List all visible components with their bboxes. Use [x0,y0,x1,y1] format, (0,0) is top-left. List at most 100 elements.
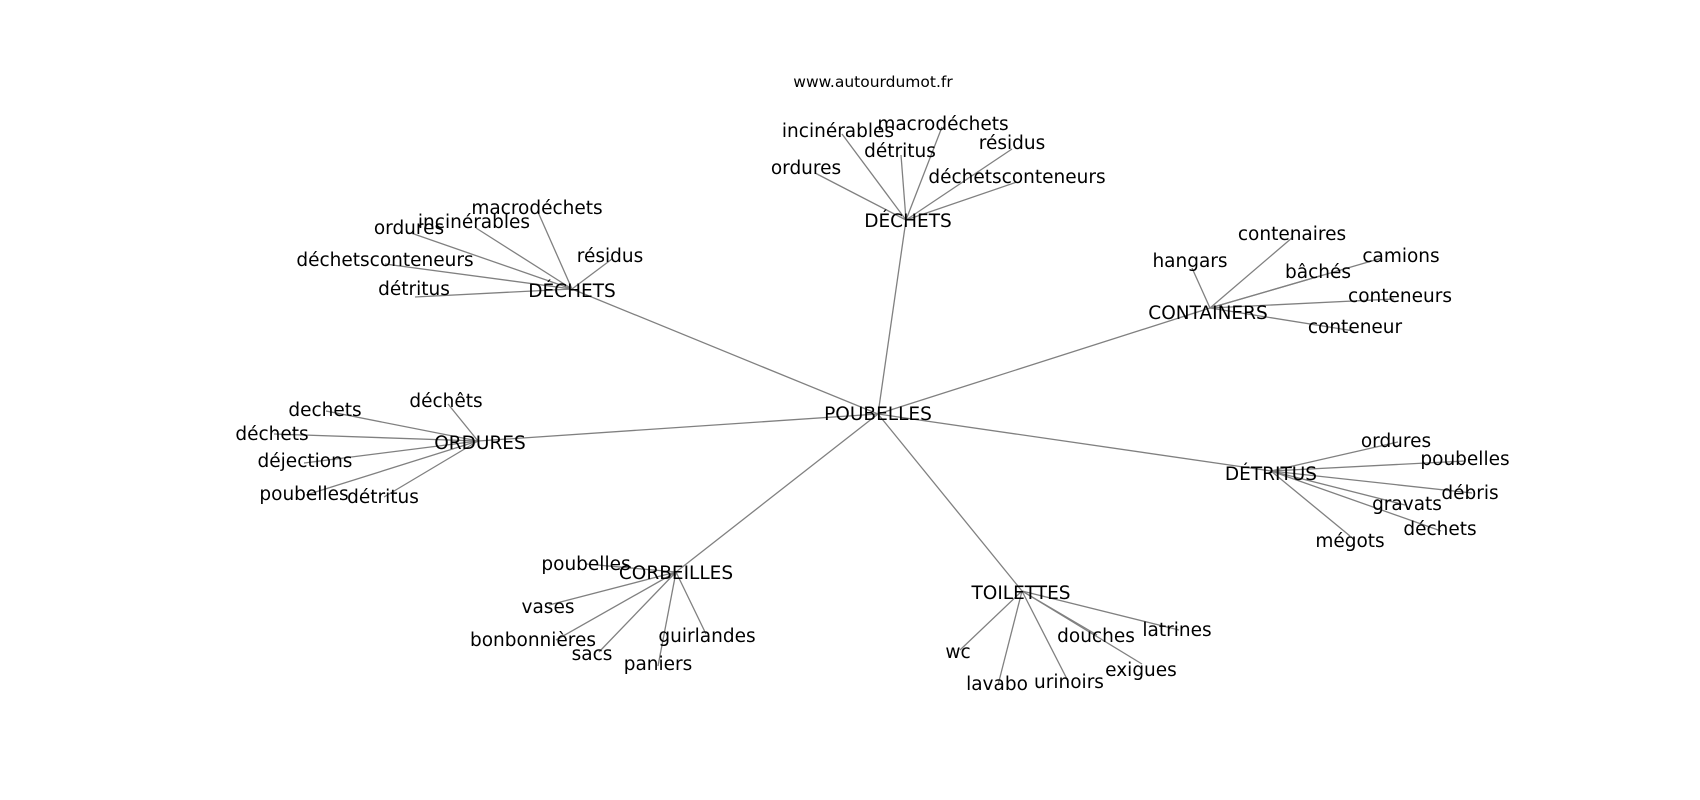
leaf-edge [1270,470,1442,532]
leaf-edge [447,403,479,442]
leaf-node-label: poubelles [1420,449,1509,470]
leaf-node-label: conteneur [1308,317,1403,338]
leaf-node-label: déjections [258,451,353,472]
leaf-node-label: mégots [1315,531,1384,552]
leaf-node-label: résidus [577,246,643,267]
leaf-edge [303,440,479,464]
leaf-node-label: résidus [979,133,1045,154]
leaf-node-label: vases [522,597,575,618]
leaf-edge [905,126,943,221]
leaf-edge [548,571,677,606]
hub-edge [571,288,879,415]
leaf-edge [1270,470,1351,537]
leaf-edge [598,571,677,653]
hub-node-label: DÉCHETS [864,210,952,232]
leaf-node-label: douches [1057,626,1135,647]
leaf-edge [305,440,479,496]
leaf-node-label: macrodéchets [471,198,602,219]
leaf-edge [325,410,479,442]
leaf-node-label: déchets [235,424,308,445]
leaf-node-label: exigues [1105,660,1177,681]
leaf-edge [537,211,573,290]
leaf-node-label: ordures [1361,431,1431,452]
leaf-node-label: gravats [1372,494,1442,515]
leaf-edge [383,440,479,498]
leaf-node-label: conteneurs [1348,286,1452,307]
leaf-node-label: poubelles [541,554,630,575]
leaf-node-label: incinérables [418,212,530,233]
leaf-edge [1270,470,1406,506]
leaf-edge [1209,236,1294,309]
leaf-edge [585,563,677,573]
labels-layer: www.autourdumot.fr POUBELLES DÉCHETS ordu… [235,73,1509,695]
leaf-node-label: bonbonnières [470,630,596,651]
leaf-node-label: macrodéchets [877,114,1008,135]
leaf-edge [1270,441,1399,472]
hub-node-label: DÉCHETS [528,280,616,302]
leaf-edge [675,571,707,635]
leaf-node-label: débris [1441,483,1498,504]
leaf-node-label: détritus [378,279,450,300]
source-credit[interactable]: www.autourdumot.fr [793,73,953,91]
leaf-node-label: incinérables [782,121,894,142]
leaf-edge [814,172,907,221]
leaf-edge [414,288,573,298]
leaf-node-label: paniers [624,654,693,675]
leaf-node-label: poubelles [259,484,348,505]
leaf-edge [1270,470,1473,494]
leaf-edge [1021,590,1180,631]
leaf-edge [1021,590,1143,665]
leaf-edge [905,181,1018,221]
leaf-node-label: guirlandes [658,626,755,647]
hub-edge [877,413,1272,472]
leaf-node-label: déchêts [409,391,482,412]
leaf-edge [657,571,677,667]
leaf-edge [1191,267,1211,309]
leaf-edge [997,590,1023,686]
hub-node-label: DÉTRITUS [1225,463,1317,485]
leaf-edge [410,232,573,290]
leaf-edge [571,258,613,290]
leaf-node-label: ordures [771,158,841,179]
leaf-node-label: camions [1362,246,1439,267]
leaf-edge [384,263,573,290]
hub-edge [877,413,1023,592]
edges-layer [273,126,1473,686]
hub-node-label: CONTAINERS [1148,303,1267,324]
center-node-label: POUBELLES [824,404,932,425]
leaf-node-label: ordures [374,218,444,239]
hub-node-label: TOILETTES [970,583,1070,604]
leaf-node-label: sacs [572,644,613,665]
leaf-node-label: déchetsconteneurs [296,250,473,271]
leaf-node-label: détritus [347,487,419,508]
leaf-edge [959,590,1023,651]
leaf-edge [1209,257,1383,309]
leaf-node-label: wc [945,642,970,663]
leaf-edge [841,133,907,221]
hub-edge [877,307,1211,415]
leaf-edge [273,433,479,442]
leaf-edge [1209,298,1395,309]
leaf-edge [900,154,907,221]
hub-edge [675,413,879,573]
leaf-edge [1270,460,1466,472]
leaf-edge [555,571,677,641]
hub-node-label: ORDURES [434,433,526,454]
leaf-edge [1209,307,1355,332]
leaf-node-label: déchetsconteneurs [928,167,1105,188]
leaf-edge [1021,590,1069,682]
hub-edge [477,413,879,442]
leaf-node-label: urinoirs [1034,672,1104,693]
leaf-node-label: bâchés [1285,262,1351,283]
leaf-node-label: latrines [1142,620,1211,641]
leaf-edge [475,227,573,290]
leaf-node-label: hangars [1152,251,1227,272]
hub-edge [877,219,907,415]
leaf-node-label: contenaires [1238,224,1346,245]
leaf-node-label: dechets [288,400,361,421]
leaf-node-label: détritus [864,141,936,162]
leaf-node-label: déchets [1403,519,1476,540]
leaf-edge [905,148,1013,221]
hub-node-label: CORBEILLES [619,563,733,584]
